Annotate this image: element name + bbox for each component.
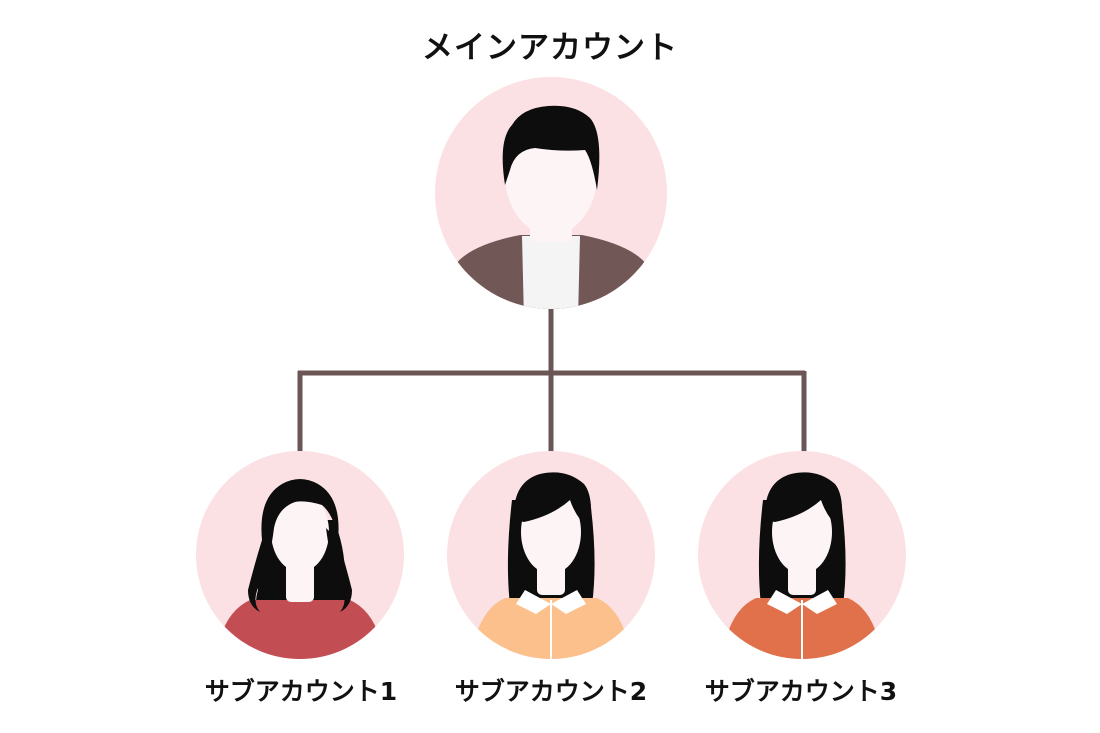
main-shirt [522,236,580,309]
main-account-label: メインアカウント [422,30,678,66]
sub-account-3-label: サブアカウント3 [704,677,898,706]
main-hair [502,105,600,190]
sub-avatar-3 [698,451,906,659]
sub-account-2-label: サブアカウント2 [454,677,648,706]
sub2-collar [516,590,586,614]
sub-avatar-1 [196,451,404,659]
sub1-hair [248,479,352,612]
sub3-collar [767,590,837,614]
main-avatar [435,77,667,309]
connector-lines [297,309,807,452]
sub2-hair [513,472,592,530]
sub-account-1-label: サブアカウント1 [204,677,398,706]
sub1-shirt [215,600,385,659]
sub3-hair [764,472,843,530]
sub-avatar-2 [447,451,655,659]
